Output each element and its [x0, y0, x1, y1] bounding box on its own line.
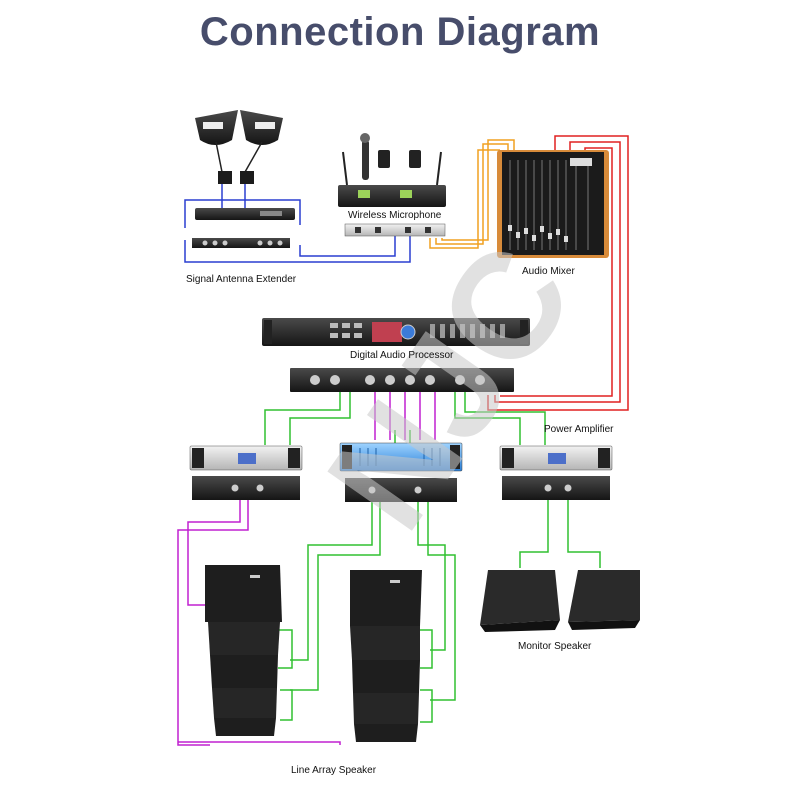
antenna-right-icon: [240, 110, 283, 173]
orange-mic-cables: [429, 139, 515, 249]
green-speaker-cables: [264, 392, 601, 723]
signal-antenna-extender-icon: [192, 208, 295, 248]
digital-audio-processor-label: Digital Audio Processor: [350, 350, 454, 361]
monitor-speaker-label: Monitor Speaker: [518, 641, 592, 652]
line-array-speaker-label: Line Array Speaker: [291, 765, 377, 776]
monitor-speaker-right-icon: [568, 570, 640, 630]
digital-audio-processor-front-icon: [262, 318, 530, 346]
antenna-booster-left-icon: [218, 171, 232, 184]
red-return-cables: [487, 135, 629, 411]
diagram-title: Connection Diagram: [199, 10, 601, 54]
audio-mixer-icon: [497, 150, 609, 258]
power-amplifier-left-icon: [189, 445, 303, 500]
wireless-microphone-icon: [338, 133, 446, 237]
line-array-right-icon: [350, 570, 422, 742]
purple-processor-cables: [177, 392, 436, 746]
wireless-microphone-label: Wireless Microphone: [348, 210, 442, 221]
blue-signal-cables: [184, 182, 411, 263]
signal-antenna-extender-label: Signal Antenna Extender: [186, 274, 297, 285]
audio-mixer-label: Audio Mixer: [522, 266, 575, 277]
power-amplifier-label: Power Amplifier: [544, 424, 614, 435]
digital-audio-processor-rear-icon: [290, 368, 514, 392]
antenna-booster-right-icon: [240, 171, 254, 184]
power-amplifier-center-icon: [339, 442, 463, 502]
power-amplifier-right-icon: [499, 445, 613, 500]
monitor-speaker-left-icon: [480, 570, 560, 632]
line-array-left-icon: [205, 565, 282, 736]
antenna-left-icon: [195, 110, 238, 173]
